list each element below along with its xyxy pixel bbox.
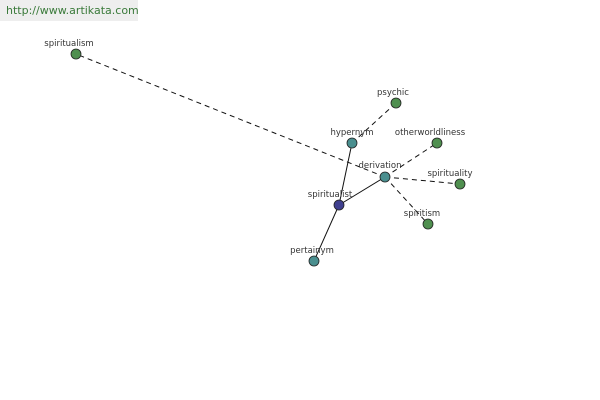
node-spiritualism[interactable]: spiritualism xyxy=(44,39,94,60)
node-label-hypernym: hypernym xyxy=(330,128,373,138)
node-otherworldliness[interactable]: otherworldliness xyxy=(395,128,466,149)
node-dot-psychic[interactable] xyxy=(390,97,402,109)
node-psychic[interactable]: psychic xyxy=(377,88,409,109)
node-dot-derivation[interactable] xyxy=(379,171,391,183)
edge-spiritualist-hypernym xyxy=(338,142,353,206)
edge-derivation-spirituality xyxy=(384,176,461,185)
node-derivation[interactable]: derivation xyxy=(358,161,402,183)
edge-spiritualist-derivation xyxy=(338,176,386,206)
node-label-derivation: derivation xyxy=(358,161,401,171)
node-pertainym[interactable]: pertainym xyxy=(290,246,334,267)
node-label-spiritualism: spiritualism xyxy=(44,39,93,49)
edge-derivation-spiritualism xyxy=(75,53,386,178)
node-spiritualist[interactable]: spiritualist xyxy=(308,190,353,211)
node-dot-spiritism[interactable] xyxy=(422,218,434,230)
edges-layer xyxy=(75,53,461,262)
node-label-spiritualist: spiritualist xyxy=(308,190,353,200)
node-dot-pertainym[interactable] xyxy=(308,255,320,267)
edge-hypernym-psychic xyxy=(351,102,397,144)
node-label-spiritism: spiritism xyxy=(404,209,440,219)
node-label-otherworldliness: otherworldliness xyxy=(395,128,466,138)
node-label-psychic: psychic xyxy=(377,88,409,98)
source-url-watermark: http://www.artikata.com xyxy=(0,0,139,21)
node-spiritism[interactable]: spiritism xyxy=(404,209,440,230)
edge-derivation-spiritism xyxy=(384,176,429,225)
edge-spiritualist-pertainym xyxy=(313,204,340,262)
node-dot-spiritualism[interactable] xyxy=(70,48,82,60)
node-dot-otherworldliness[interactable] xyxy=(431,137,443,149)
edge-derivation-otherworldliness xyxy=(384,142,438,178)
node-dot-hypernym[interactable] xyxy=(346,137,358,149)
node-label-spirituality: spirituality xyxy=(427,169,472,179)
node-dot-spirituality[interactable] xyxy=(454,178,466,190)
node-label-pertainym: pertainym xyxy=(290,246,334,256)
node-dot-spiritualist[interactable] xyxy=(333,199,345,211)
node-spirituality[interactable]: spirituality xyxy=(427,169,473,190)
nodes-layer: spiritualist hypernym derivation pertainym s… xyxy=(44,39,473,267)
node-hypernym[interactable]: hypernym xyxy=(330,128,374,149)
